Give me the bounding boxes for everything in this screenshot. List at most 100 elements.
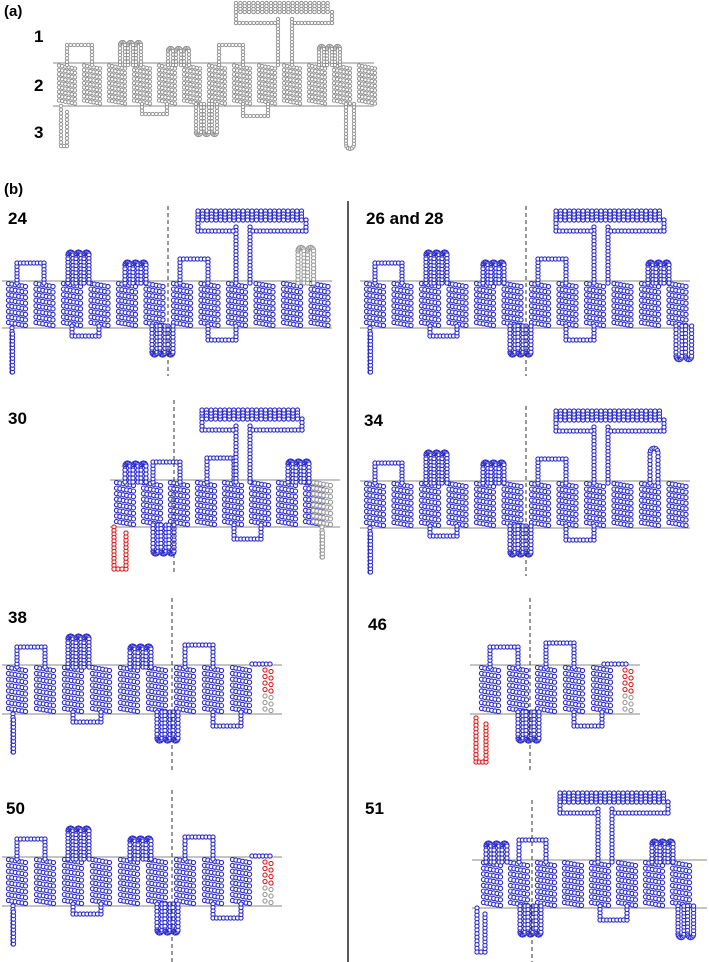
terminal-hairpin [319,524,326,560]
transmembrane-helix [194,479,218,528]
variant-30-label: 30 [8,409,27,428]
transmembrane-helix [229,664,253,715]
terminal-link [601,661,629,667]
intracellular-meander [343,101,357,151]
transmembrane-helix [611,480,634,529]
transmembrane-helix [106,63,128,106]
transmembrane-helix [181,63,203,106]
connecting-loops [516,837,630,923]
extracellular-meander [65,249,92,286]
panel-a-label: (a) [4,3,22,20]
transmembrane-helix [143,280,166,329]
connecting-loops [150,455,264,542]
transmembrane-helix [167,479,191,528]
transmembrane-helix [391,280,414,329]
terminal-hairpin [10,903,17,947]
transmembrane-helix [363,480,387,529]
transmembrane-helix [275,479,299,528]
transmembrane-helix [480,859,504,909]
transmembrane-helix [113,479,137,528]
connecting-loops [14,256,239,343]
transmembrane-helix [615,859,639,909]
variant-34-topology [360,406,690,576]
transmembrane-helix [156,63,178,106]
transmembrane-helix [666,280,689,329]
extracellular-meander [645,259,672,286]
transmembrane-helix [556,480,579,529]
terminal-hairpin [473,715,489,765]
transmembrane-helix [201,664,225,715]
intracellular-meander [149,323,176,358]
transmembrane-helix [308,280,331,329]
extracellular-meander [122,259,149,286]
extracellular-domain [199,407,305,485]
extracellular-meander [480,459,507,486]
variant-30-topology [110,400,340,575]
transmembrane-helix [418,280,442,329]
transmembrane-helix [117,856,141,907]
terminal-hairpin [367,325,374,375]
terminal-hairpin [9,325,16,375]
transmembrane-helix [33,664,57,715]
variant-26-28-label: 26 and 28 [366,209,444,228]
transmembrane-helix [363,280,387,329]
transmembrane-helix [5,280,29,329]
transmembrane-helix [310,479,334,528]
terminal-hairpin [474,905,488,955]
extracellular-meander [127,835,154,862]
extracellular-meander [647,445,661,486]
transmembrane-helix [140,479,164,528]
extracellular-meander [423,449,450,486]
transmembrane-helix [173,856,197,907]
transmembrane-helix [248,479,272,528]
transmembrane-helix [60,280,84,329]
transmembrane-helix [534,859,558,909]
connecting-loops [372,256,597,343]
transmembrane-helix [506,664,530,715]
transmembrane-helix [666,480,689,529]
transmembrane-helix [583,280,607,329]
transmembrane-helix [280,280,304,329]
transmembrane-helix [170,280,194,329]
transmembrane-helix [562,664,586,715]
transmembrane-helix [229,856,253,907]
transmembrane-helix [131,63,153,106]
transmembrane-helix [221,479,245,528]
extracellular-meander [165,45,192,68]
connecting-loops [372,456,597,543]
transmembrane-helix [528,280,552,329]
transmembrane-helix [331,63,353,106]
region-1-label: 1 [34,27,43,46]
region-2-label: 2 [34,76,43,95]
transmembrane-helix [145,856,169,907]
transmembrane-helix [5,664,29,715]
variant-50-topology [2,790,282,962]
connecting-loops [64,42,271,119]
intracellular-meander [154,709,181,744]
transmembrane-helix [56,63,78,106]
transmembrane-helix [89,664,113,715]
extracellular-meander [285,458,312,485]
transmembrane-helix [253,280,276,329]
transmembrane-helix [534,664,558,715]
extracellular-meander [649,838,676,865]
transmembrane-helix [115,280,139,329]
terminal-link [249,661,273,667]
transmembrane-helix [225,280,249,329]
transmembrane-helix [642,859,666,909]
transmembrane-helix [356,63,378,106]
panel-b-label: (b) [4,181,23,198]
transmembrane-helix [5,856,29,907]
variant-24-label: 24 [8,209,27,228]
transmembrane-helix [528,480,552,529]
terminal-hairpin [111,524,129,572]
transmembrane-helix [590,664,614,715]
transmembrane-helix [173,664,197,715]
terminal-residues [262,859,274,906]
extracellular-meander [483,840,510,865]
extracellular-domain [553,408,667,486]
transmembrane-helix [561,859,585,909]
terminal-hairpin [367,525,374,575]
extracellular-meander [122,460,149,485]
